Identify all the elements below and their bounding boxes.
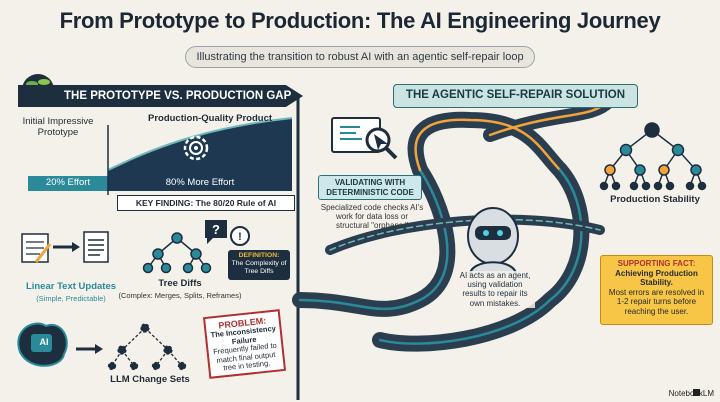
robot-agent-icon [467,207,519,276]
prototype-label: Initial Impressive Prototype [22,116,94,138]
subtitle: Illustrating the transition to robust AI… [185,46,535,68]
effort-80-label: 80% More Effort [165,177,235,188]
notebooklm-logo-icon [693,389,700,396]
production-stability-label: Production Stability [610,194,700,205]
tree-diffs-title: Tree Diffs [158,278,202,289]
brain-chip-icon [17,322,68,367]
definition-text: The Complexity of Tree Diffs [231,260,287,275]
effort-chart [28,117,293,195]
messy-tree-icon [107,323,187,371]
gear-icon [183,135,209,161]
ai-chip-label: AI [39,337,49,347]
monitor-search-icon [331,117,398,160]
effort-20-label: 20% Effort [45,177,91,188]
supporting-fact-box: SUPPORTING FACT: Achieving Production St… [600,255,713,325]
definition-title: DEFINITION: [238,252,280,259]
problem-box: PROBLEM: The Inconsistency Failure Frequ… [202,309,287,379]
question-bubble-icon: ? [205,220,227,244]
problem-text: Frequently failed to match final output … [212,340,278,373]
svg-text:?: ? [212,222,220,237]
warning-icon: ! [230,226,250,246]
fact-subtitle: Achieving Production Stability. [615,268,698,288]
fact-title: SUPPORTING FACT: [617,259,696,268]
notepad-icon [21,233,52,263]
page-title: From Prototype to Production: The AI Eng… [59,8,661,33]
tree-diffs-sub: (Complex: Merges, Splits, Reframes) [118,291,242,300]
definition-box: DEFINITION: The Complexity of Tree Diffs [228,250,290,280]
linear-updates-sub: (Simple, Predictable) [36,294,106,303]
agent-text: AI acts as an agent, using validation re… [455,271,535,308]
linear-updates-title: Linear Text Updates [25,281,117,292]
self-repair-loop [292,93,617,352]
svg-text:!: ! [238,231,242,243]
product-label: Production-Quality Product [147,113,273,124]
section-header-solution: THE AGENTIC SELF-REPAIR SOLUTION [393,84,638,108]
llm-change-sets-label: LLM Change Sets [110,374,190,385]
validating-text: Specialized code checks AI's work for da… [320,203,424,231]
document-icon [83,231,109,263]
brand-label: NotebookLM [668,389,714,398]
fact-text: Most errors are resolved in 1-2 repair t… [608,287,705,316]
tree-diagram-icon [142,232,212,274]
section-header-gap: THE PROTOTYPE VS. PRODUCTION GAP [18,85,303,107]
validating-box: VALIDATING WITH DETERMINISTIC CODE [318,175,422,200]
production-tree-icon [599,122,707,191]
key-finding-label: KEY FINDING: The 80/20 Rule of AI [117,195,295,211]
